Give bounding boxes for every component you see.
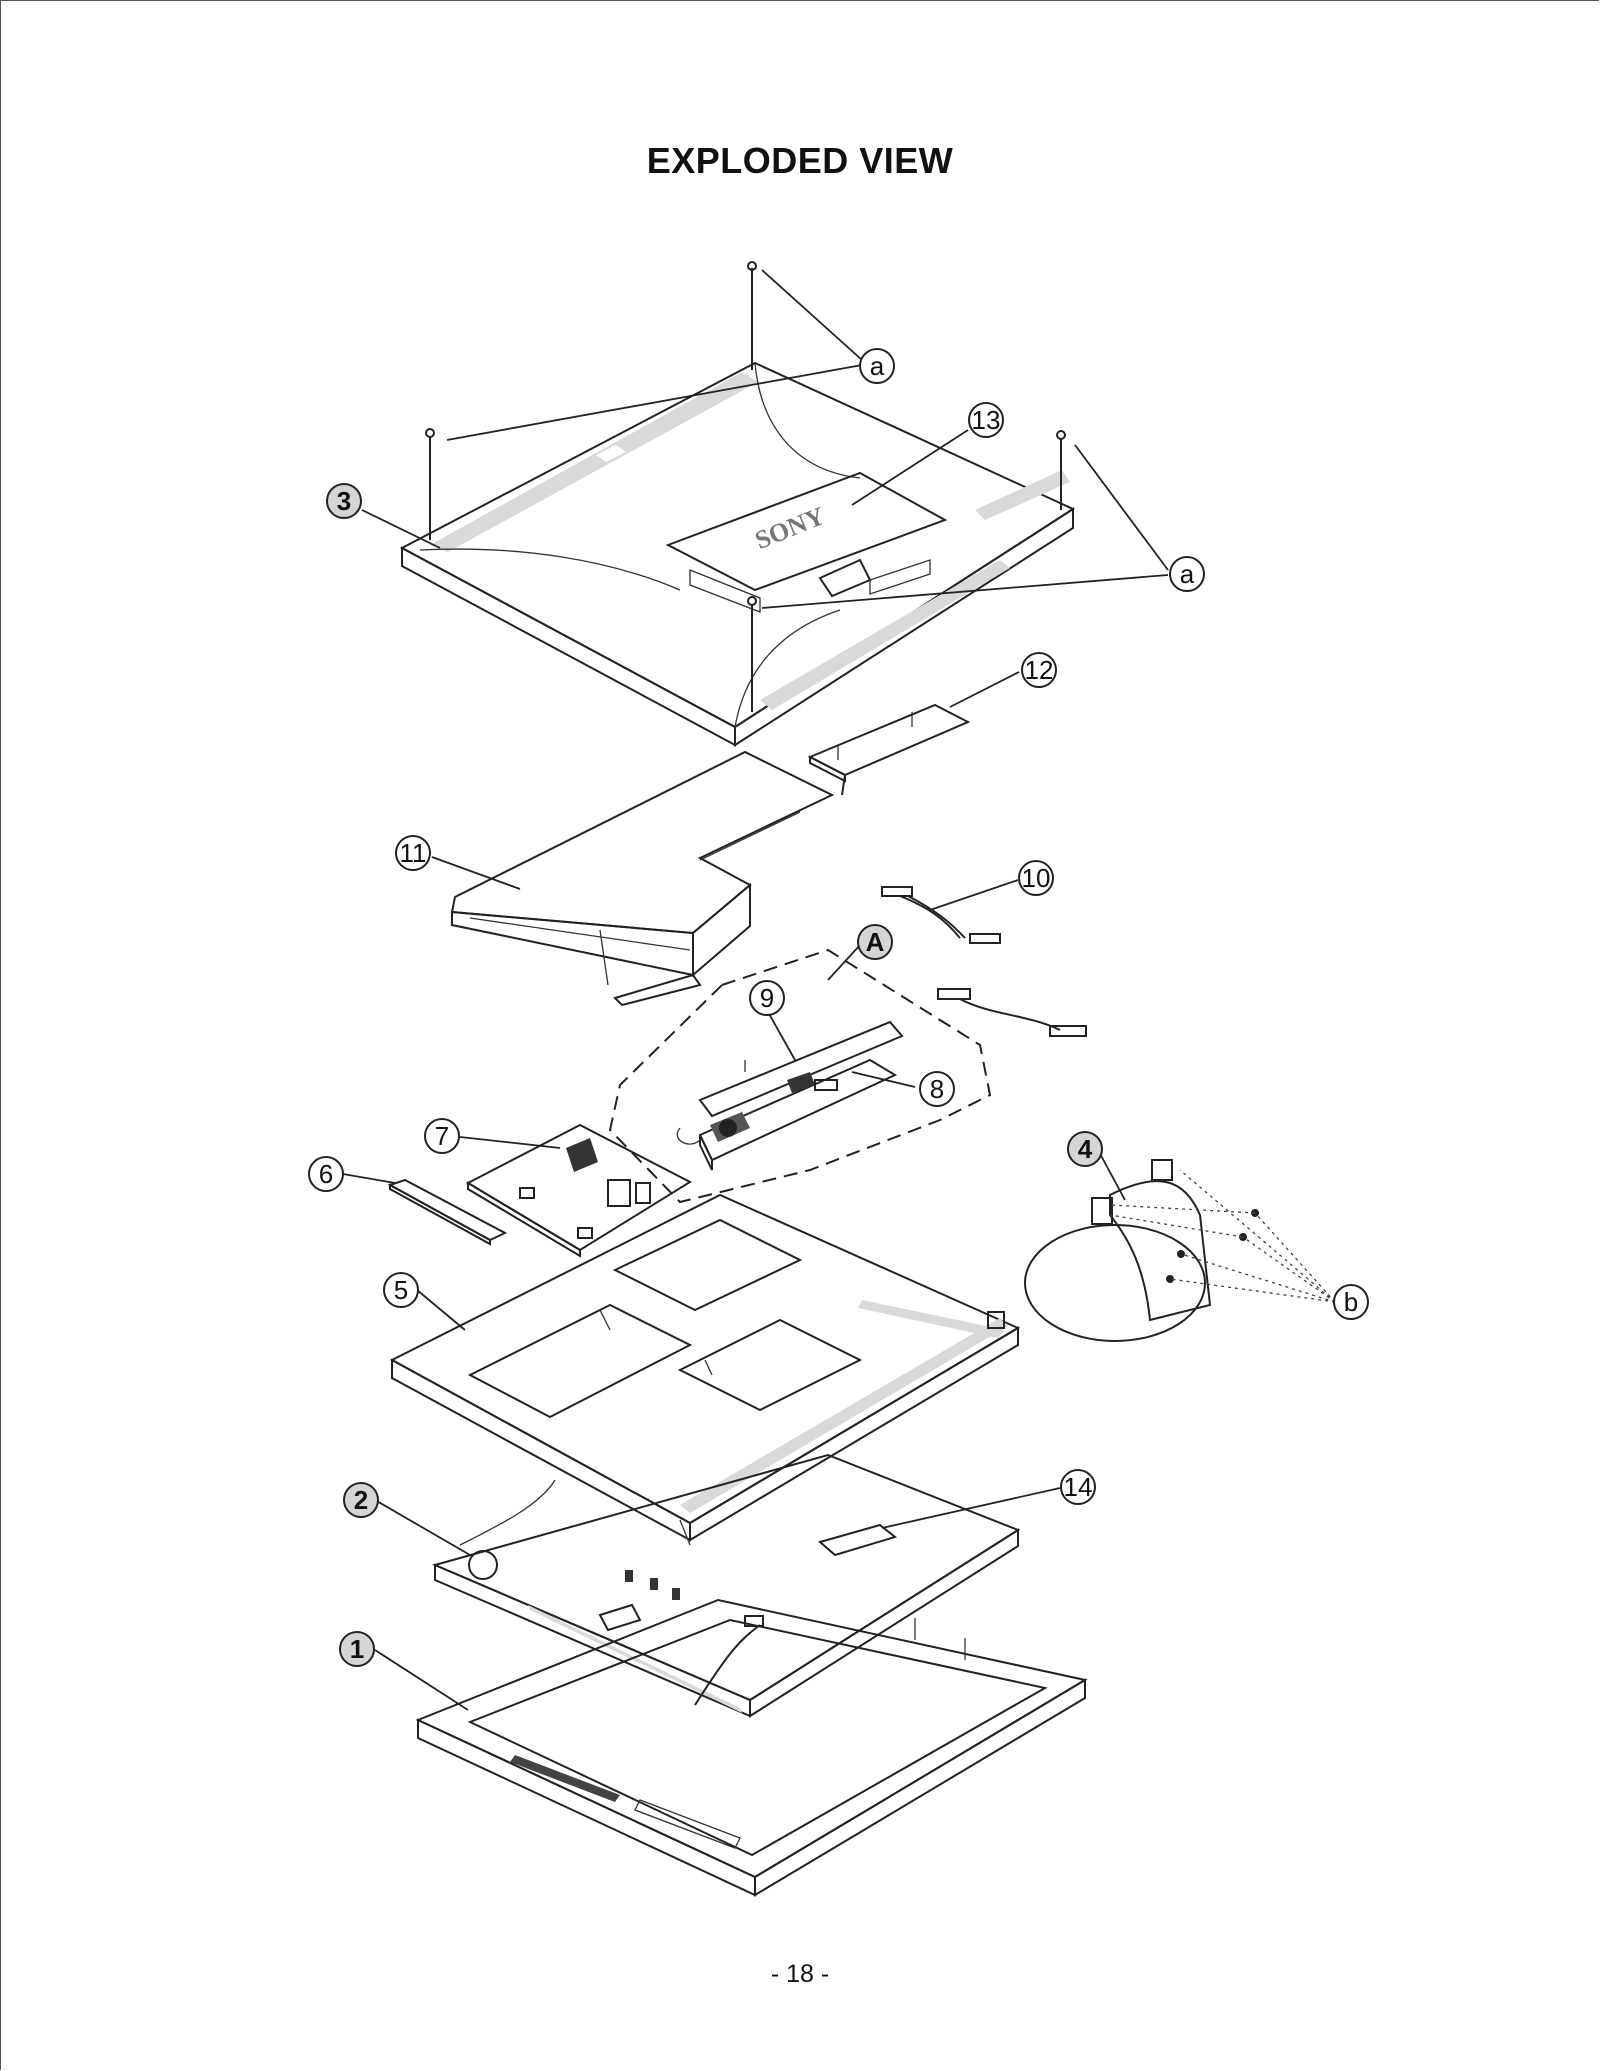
callout-8: 8 xyxy=(919,1071,955,1107)
callout-12: 12 xyxy=(1021,652,1057,688)
callout-a-right: a xyxy=(1169,556,1205,592)
lcd-panel xyxy=(431,1453,1021,1718)
callout-11-label: 11 xyxy=(400,838,427,868)
callout-5-label: 5 xyxy=(394,1275,408,1305)
board-group-a xyxy=(608,948,992,1204)
page-number: - 18 - xyxy=(770,1960,830,1988)
callout-6: 6 xyxy=(308,1156,344,1192)
callout-13: 13 xyxy=(968,402,1004,438)
screw-set-a xyxy=(425,261,1066,712)
callout-11: 11 xyxy=(395,835,431,871)
callout-5: 5 xyxy=(383,1272,419,1308)
callout-a-right-label: a xyxy=(1180,559,1195,589)
control-board xyxy=(387,1178,508,1246)
callout-9-label: 9 xyxy=(760,983,774,1013)
callout-2: 2 xyxy=(343,1482,379,1518)
bracket xyxy=(807,703,971,796)
callout-3-label: 3 xyxy=(337,486,351,516)
callout-group-a-label: A xyxy=(866,927,885,957)
callout-a-top: a xyxy=(859,348,895,384)
callout-3: 3 xyxy=(326,483,362,519)
callout-7-label: 7 xyxy=(435,1121,449,1151)
callout-b-label: b xyxy=(1344,1287,1358,1317)
callout-a-top-label: a xyxy=(870,351,885,381)
callout-1: 1 xyxy=(339,1631,375,1667)
callout-group-a: A xyxy=(857,924,893,960)
callout-4-label: 4 xyxy=(1078,1134,1093,1164)
callout-6-label: 6 xyxy=(319,1159,333,1189)
callout-8-label: 8 xyxy=(930,1074,944,1104)
cable-assembly xyxy=(881,886,1087,1037)
callout-10-label: 10 xyxy=(1022,863,1051,893)
shield-cover xyxy=(450,750,835,1007)
callout-4: 4 xyxy=(1067,1131,1103,1167)
callout-1-label: 1 xyxy=(350,1634,364,1664)
leader-lines xyxy=(342,269,1336,1711)
callout-9: 9 xyxy=(749,980,785,1016)
front-bezel xyxy=(415,1598,1088,1897)
callout-14: 14 xyxy=(1060,1469,1096,1505)
callout-7: 7 xyxy=(424,1118,460,1154)
callout-12-label: 12 xyxy=(1025,655,1054,685)
main-chassis xyxy=(389,1193,1021,1546)
callout-b: b xyxy=(1333,1284,1369,1320)
main-board xyxy=(465,1123,693,1258)
callout-13-label: 13 xyxy=(972,405,1001,435)
page-title: EXPLODED VIEW xyxy=(646,140,954,181)
callout-2-label: 2 xyxy=(354,1485,368,1515)
screw-set-b xyxy=(1166,1209,1259,1283)
callout-14-label: 14 xyxy=(1064,1472,1093,1502)
stand xyxy=(1024,1159,1259,1342)
callout-10: 10 xyxy=(1018,860,1054,896)
